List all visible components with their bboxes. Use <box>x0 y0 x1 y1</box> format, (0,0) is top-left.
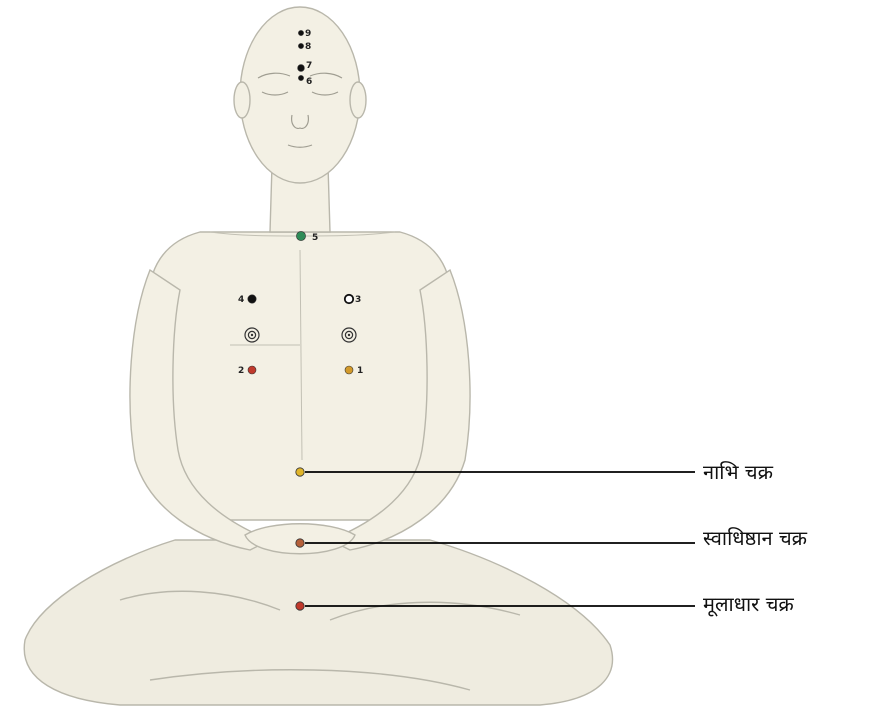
acupoint-dot-5 <box>296 231 305 240</box>
acupoint-dot-6 <box>298 75 303 80</box>
crossed-legs <box>24 540 612 705</box>
acupoint-number-8: 8 <box>305 42 311 52</box>
acupoint-number-6: 6 <box>306 77 312 87</box>
left-ear <box>234 82 250 118</box>
acupoint-dot-2 <box>248 366 256 374</box>
chakra-dot-1 <box>296 468 304 476</box>
callout-label-muladhara-chakra: मूलाधार चक्र <box>703 594 794 614</box>
acupoint-number-2: 2 <box>238 366 244 376</box>
acupoint-number-5: 5 <box>312 233 318 243</box>
callout-label-nabhi-chakra: नाभि चक्र <box>703 462 773 482</box>
acupoint-number-1: 1 <box>357 366 363 376</box>
acupoint-number-9: 9 <box>305 29 311 39</box>
chakra-dot-2 <box>296 539 304 547</box>
acupoint-number-7: 7 <box>306 61 312 71</box>
acupoint-dot-1 <box>345 366 353 374</box>
acupoint-dot-8 <box>298 43 303 48</box>
acupoint-dot-3 <box>345 295 353 303</box>
seated-body <box>24 7 612 705</box>
acupoint-dot-7 <box>298 65 305 72</box>
callout-label-svadhishthana-chakra: स्वाधिष्ठान चक्र <box>703 528 807 548</box>
acupoint-dot-4 <box>248 295 256 303</box>
acupoint-number-3: 3 <box>355 295 361 305</box>
chakra-dot-3 <box>296 602 304 610</box>
right-ear <box>350 82 366 118</box>
acupoint-dot-9 <box>298 30 303 35</box>
acupoint-number-4: 4 <box>238 295 244 305</box>
